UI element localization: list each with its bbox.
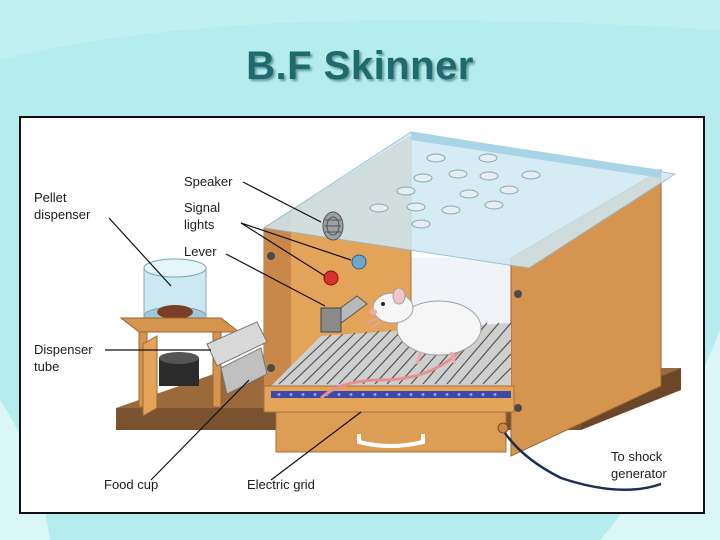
label-to-shock-generator-line2: generator [611,466,667,481]
food-cup [220,347,268,395]
shock-wire [501,429,662,491]
skinner-box-figure: Speaker Signal lights Lever Pellet dispe… [19,116,705,514]
label-pellet-dispenser-line1: Pellet [34,190,67,205]
glass-lid [262,131,677,269]
glass-wall [411,132,661,178]
label-speaker: Speaker [184,174,233,189]
signal-light-blue [351,254,367,270]
label-food-cup: Food cup [104,477,158,492]
dispenser-tube [206,321,268,367]
drawer-handle [357,434,425,448]
signal-light-red [323,270,339,286]
speaker-icon [322,211,344,241]
grid-rail [263,385,515,413]
label-dispenser-tube-line2: tube [34,359,59,374]
callout-lines [105,181,362,481]
label-lever: Lever [184,244,217,259]
label-electric-grid: Electric grid [247,477,315,492]
label-dispenser-tube-line1: Dispenser [34,342,93,357]
slide-title: B.F Skinner [246,44,474,88]
rat-icon [319,287,482,400]
skinner-box-diagram: Speaker Signal lights Lever Pellet dispe… [34,131,681,492]
pellet-dispenser [119,258,241,417]
label-signal-lights-line1: Signal [184,200,220,215]
label-pellet-dispenser-line2: dispenser [34,207,91,222]
label-signal-lights-line2: lights [184,217,215,232]
lever [320,295,368,333]
label-to-shock-generator-line1: To shock [611,449,663,464]
